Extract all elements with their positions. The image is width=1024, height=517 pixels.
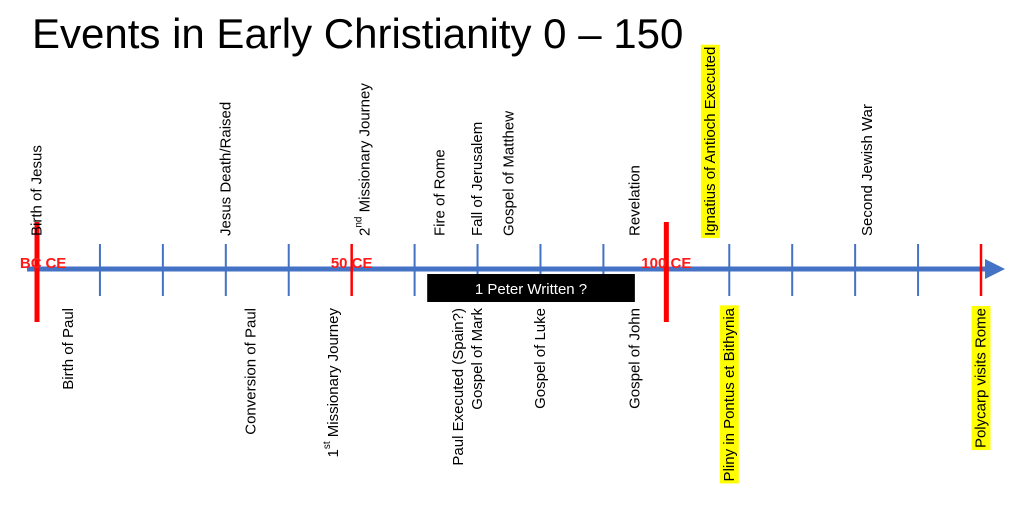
page-title: Events in Early Christianity 0 – 150 (32, 10, 684, 57)
event-label-group: Fire of Rome (431, 149, 448, 236)
highlight-box (719, 305, 739, 484)
event-label: Conversion of Paul (242, 308, 259, 435)
span-box (427, 274, 635, 302)
event-label-group: Gospel of Mark (469, 308, 486, 410)
event-label-group: Ignatius of Antioch Executed (700, 44, 720, 238)
event-label: Birth of Jesus (29, 145, 46, 236)
era-label: CE (45, 255, 66, 272)
event-label-group: Birth of Paul (60, 308, 77, 390)
event-label: Gospel of John (626, 308, 643, 409)
event-label: 2nd Missionary Journey (353, 83, 373, 236)
event-label: Gospel of Mark (469, 308, 486, 410)
event-label-group: Polycarp visits Rome (971, 306, 991, 451)
event-label: Paul Executed (Spain?) (450, 308, 467, 466)
event-label: Gospel of Matthew (501, 111, 518, 236)
event-label: Second Jewish War (859, 104, 876, 236)
event-label: Revelation (626, 165, 643, 236)
event-label: Fire of Rome (431, 149, 448, 236)
event-label: Polycarp visits Rome (973, 308, 990, 448)
highlight-box (700, 44, 720, 238)
event-label-group: Jesus Death/Raised (217, 102, 234, 236)
span-label: 1 Peter Written ? (475, 281, 587, 298)
timeline-arrowhead (985, 259, 1005, 279)
event-label-group: Gospel of John (626, 308, 643, 409)
era-label: BC (20, 255, 42, 272)
event-label-group: Birth of Jesus (29, 145, 46, 236)
event-label-group: Gospel of Matthew (501, 111, 518, 236)
event-label-group: Conversion of Paul (242, 308, 259, 435)
event-label-group: Paul Executed (Spain?) (450, 308, 467, 466)
event-label-group: 1st Missionary Journey (322, 308, 342, 458)
event-label-group: Pliny in Pontus et Bithynia (719, 305, 739, 484)
event-label-group: 2nd Missionary Journey (353, 83, 373, 236)
event-label-group: Gospel of Luke (532, 308, 549, 409)
event-label: Ignatius of Antioch Executed (702, 47, 719, 236)
event-label: Birth of Paul (60, 308, 77, 390)
event-label-group: Second Jewish War (859, 104, 876, 236)
event-label: Pliny in Pontus et Bithynia (721, 307, 738, 481)
era-label: 50 CE (331, 255, 373, 272)
event-label: 1st Missionary Journey (322, 308, 342, 458)
event-label: Jesus Death/Raised (217, 102, 234, 236)
event-label-group: Revelation (626, 165, 643, 236)
event-label-group: Fall of Jerusalem (469, 122, 486, 236)
era-label: 100 CE (641, 255, 691, 272)
event-label: Fall of Jerusalem (469, 122, 486, 236)
event-label: Gospel of Luke (532, 308, 549, 409)
highlight-box (971, 306, 991, 451)
